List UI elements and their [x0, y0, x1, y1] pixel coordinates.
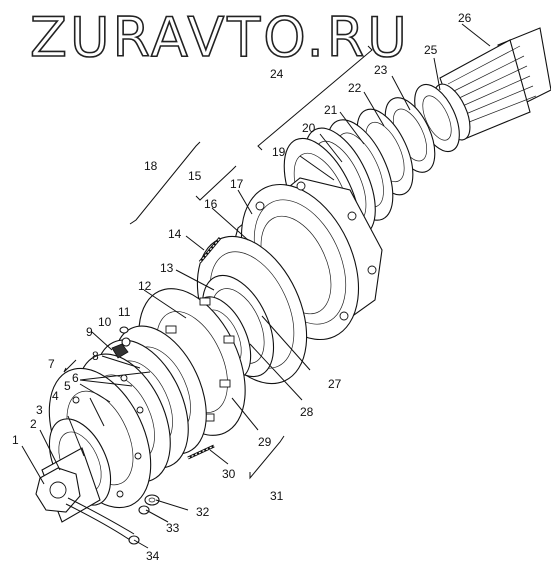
- callout-6: 6: [72, 371, 79, 385]
- small-bolt-set: [111, 326, 131, 359]
- callout-5: 5: [64, 379, 71, 393]
- callout-29: 29: [258, 435, 272, 449]
- callout-28: 28: [300, 405, 314, 419]
- callout-33: 33: [166, 521, 180, 535]
- callout-26: 26: [458, 11, 472, 25]
- callout-8: 8: [92, 349, 99, 363]
- callout-7: 7: [48, 357, 55, 371]
- leader-lines: [21, 23, 491, 549]
- callout-30: 30: [222, 467, 236, 481]
- callout-13: 13: [160, 261, 174, 275]
- callout-27: 27: [328, 377, 342, 391]
- callout-25: 25: [424, 43, 438, 57]
- bracket-lines: [63, 45, 373, 480]
- nut-and-washer: [138, 494, 160, 515]
- callout-14: 14: [168, 227, 182, 241]
- callout-34: 34: [146, 549, 160, 563]
- callout-17: 17: [230, 177, 244, 191]
- callout-22: 22: [348, 81, 362, 95]
- callout-24: 24: [270, 67, 284, 81]
- callout-11: 11: [118, 305, 131, 319]
- callout-19: 19: [272, 145, 286, 159]
- callout-31: 31: [270, 489, 284, 503]
- callout-12: 12: [138, 279, 152, 293]
- callout-20: 20: [302, 121, 316, 135]
- callout-18: 18: [144, 159, 158, 173]
- callout-15: 15: [188, 169, 202, 183]
- watermark-text: ZURAVTO.RU: [30, 6, 410, 69]
- callout-1: 1: [12, 433, 19, 447]
- callout-21: 21: [324, 103, 338, 117]
- castle-nut: [35, 467, 81, 513]
- bolt: [187, 444, 215, 460]
- callout-3: 3: [36, 403, 43, 417]
- stud: [198, 237, 222, 263]
- callout-2: 2: [30, 417, 37, 431]
- callout-23: 23: [374, 63, 388, 77]
- callout-16: 16: [204, 197, 218, 211]
- callout-labels: 1 2 3 4 5 6 7 8 9 10 11 12 13 14 15 16 1…: [12, 11, 472, 563]
- callout-32: 32: [196, 505, 210, 519]
- callout-10: 10: [98, 315, 112, 329]
- callout-4: 4: [52, 389, 59, 403]
- callout-9: 9: [86, 325, 93, 339]
